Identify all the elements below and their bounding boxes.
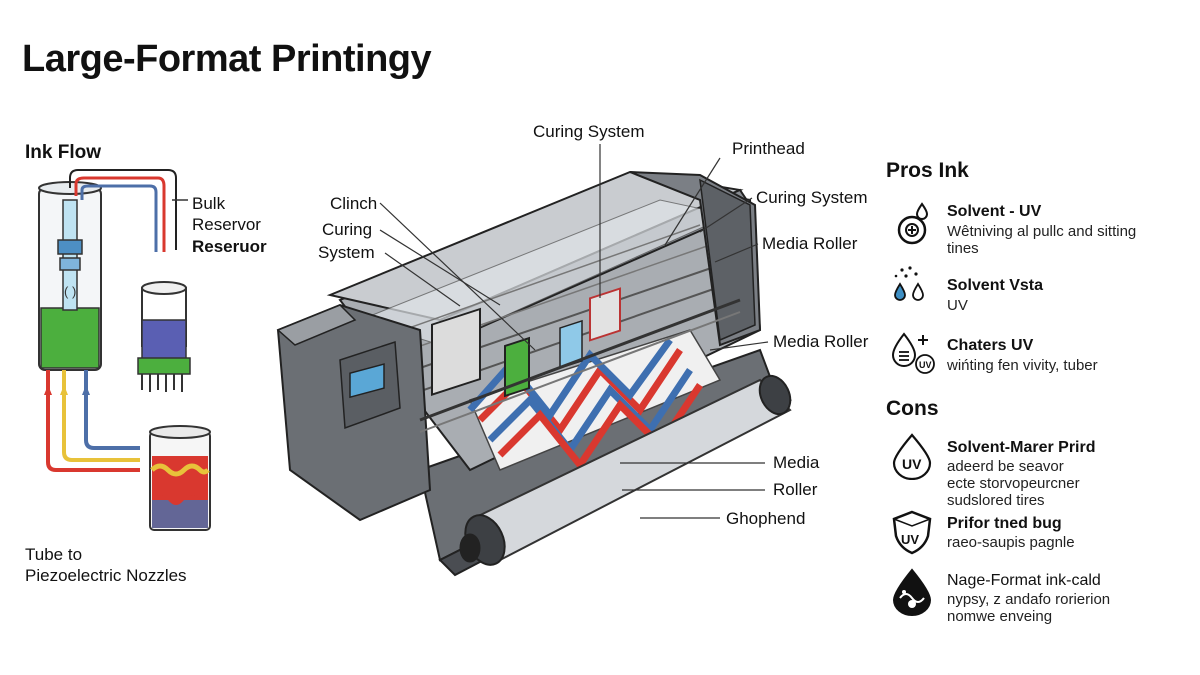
ink-drops-icon [894,266,924,301]
svg-text:UV: UV [902,456,922,472]
uv-drop-outline-icon: UV [892,433,932,480]
bulk-label-1: Bulk [192,194,226,213]
pros-item-1-desc-2: tines [947,240,979,257]
cons-item-2-desc-1: raeo-saupis pagnle [947,534,1075,551]
cons-heading: Cons [886,397,939,420]
bulk-label-3: Reseruor [192,237,267,256]
tube-label-2: Piezoelectric Nozzles [25,566,187,585]
printer-illustration [276,144,792,577]
tube-label-1: Tube to [25,545,83,564]
label-clinch: Clinch [330,194,378,213]
pros-item-2-desc-1: UV [947,297,968,314]
label-curing-1: Curing [322,220,373,239]
label-printhead: Printhead [732,139,805,158]
uv-drop-icon: UV [891,332,935,374]
svg-text:UV: UV [901,532,919,547]
pros-item-3-desc-1: wińting fen vivity, tuber [947,357,1098,374]
media-sheet [468,329,722,471]
ink-flow-heading: Ink Flow [25,142,101,163]
printhead-block [589,287,621,342]
pros-item-1-title: Solvent - UV [947,203,1042,220]
pros-heading: Pros Ink [886,159,969,182]
pros-item-3-title: Chaters UV [947,337,1034,354]
cons-item-1-desc-1: adeerd be seavor [947,458,1064,475]
label-curing-2: System [318,243,375,262]
label-curing-system-right: Curing System [756,188,868,207]
cons-item-1-title: Solvent-Marer Prird [947,439,1096,456]
ink-flow-diagram: ( ) [38,169,211,531]
svg-text:UV: UV [919,360,932,370]
black-drop-icon [892,568,932,616]
cons-item-1-desc-2: ecte storvopeurcner [947,475,1080,492]
uv-shield-icon: UV [892,510,932,555]
label-media-roller-mid: Media Roller [773,332,869,351]
control-screen [349,363,385,399]
diagram-title: Large-Format Printingy [22,38,432,80]
cons-item-1-desc-3: sudslored tires [947,492,1045,509]
bulk-label-2: Reservor [192,215,261,234]
carriage-left [431,307,481,396]
cons-item-3-desc-2: nomwe enveing [947,608,1053,625]
cons-item-2-title: Prifor tned bug [947,515,1062,532]
pros-item-2-title: Solvent Vsta [947,277,1044,294]
cons-item-3-title: Nage-Format ink-cald [947,572,1101,589]
label-media-roller-upper: Media Roller [762,234,858,253]
label-ghophend: Ghophend [726,509,806,528]
cons-item-3-desc-1: nypsy, z andafo rorierion [947,591,1111,608]
green-ink-fill [40,307,100,369]
svg-text:( ): ( ) [64,284,76,299]
gear-drop-icon [897,202,929,245]
label-curing-system-top: Curing System [533,122,645,141]
label-roller: Roller [773,480,818,499]
label-media: Media [773,453,820,472]
pros-item-1-desc-1: Wêtnivinɡ al pullc and sitting [947,223,1137,240]
